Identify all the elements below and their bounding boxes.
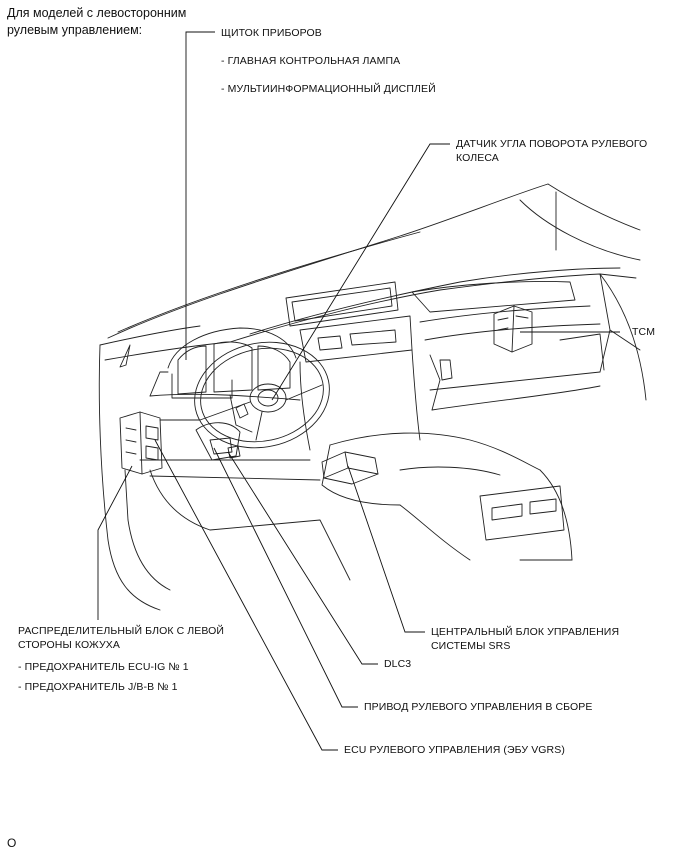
label-actuator: ПРИВОД РУЛЕВОГО УПРАВЛЕНИЯ В СБОРЕ <box>364 701 593 713</box>
windshield-outline <box>107 183 641 339</box>
label-junction-block-line-1: РАСПРЕДЕЛИТЕЛЬНЫЙ БЛОК С ЛЕВОЙ <box>18 625 225 637</box>
header-line-1: Для моделей с левосторонним <box>7 6 187 20</box>
left-lower-panel <box>98 344 321 611</box>
label-srs-line-2: СИСТЕМЫ SRS <box>431 640 511 652</box>
label-multi-display: - МУЛЬТИИНФОРМАЦИОННЫЙ ДИСПЛЕЙ <box>221 83 436 95</box>
steering-column <box>195 422 241 461</box>
leader-actuator <box>213 447 358 708</box>
leader-combination-meter <box>185 31 215 360</box>
label-fuse-ecu-ig: - ПРЕДОХРАНИТЕЛЬ ECU-IG № 1 <box>18 661 189 673</box>
junction-block <box>119 411 163 475</box>
label-combination-meter: ЩИТОК ПРИБОРОВ <box>221 27 322 39</box>
leader-lines <box>97 31 620 751</box>
label-master-warning: - ГЛАВНАЯ КОНТРОЛЬНАЯ ЛАМПА <box>221 55 401 67</box>
tcm-drawing <box>493 305 533 353</box>
label-fuse-jbb: - ПРЕДОХРАНИТЕЛЬ J/B-B № 1 <box>18 681 178 693</box>
figure-code: O <box>7 836 17 850</box>
label-tcm: TCM <box>632 326 656 338</box>
combination-meter-drawing <box>149 327 301 401</box>
label-steering-sensor-line-2: КОЛЕСА <box>456 152 499 164</box>
leader-steering-sensor <box>271 143 450 401</box>
label-vgrs-ecu: ECU РУЛЕВОГО УПРАВЛЕНИЯ (ЭБУ VGRS) <box>344 744 565 756</box>
leader-dlc3 <box>227 451 378 665</box>
dashboard-outline <box>99 267 637 411</box>
steering-wheel <box>194 341 330 449</box>
leader-srs <box>347 465 425 633</box>
srs-sensor-assembly <box>321 451 379 485</box>
header-line-2: рулевым управлением: <box>7 23 143 37</box>
center-console <box>321 432 573 561</box>
lhd-model-note: Для моделей с левосторонним рулевым упра… <box>7 5 186 39</box>
leader-vgrs-ecu <box>154 439 338 751</box>
leader-junction-block <box>97 465 133 620</box>
floor-line <box>209 519 351 581</box>
label-srs-line-1: ЦЕНТРАЛЬНЫЙ БЛОК УПРАВЛЕНИЯ <box>431 626 620 638</box>
label-steering-sensor-line-1: ДАТЧИК УГЛА ПОВОРОТА РУЛЕВОГО <box>456 138 648 150</box>
center-display <box>285 281 421 451</box>
right-door-trim <box>559 273 647 401</box>
label-junction-block-line-2: СТОРОНЫ КОЖУХА <box>18 639 121 651</box>
label-dlc3: DLC3 <box>384 658 412 670</box>
